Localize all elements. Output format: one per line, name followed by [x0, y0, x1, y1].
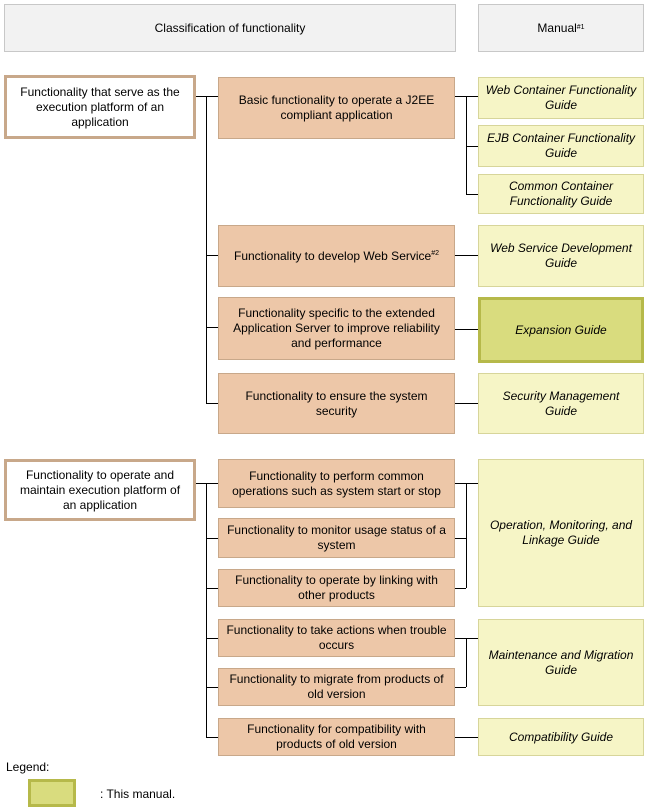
- connector: [206, 255, 218, 256]
- connector: [466, 483, 467, 588]
- function-note: #2: [431, 249, 439, 257]
- connector: [196, 96, 218, 97]
- manual-label: Maintenance and Migration Guide: [488, 647, 634, 677]
- connector: [206, 96, 207, 403]
- connector: [455, 588, 466, 589]
- connector: [196, 483, 218, 484]
- connector: [466, 146, 478, 147]
- function-label: Functionality to migrate from products o…: [229, 672, 444, 701]
- connector: [206, 327, 218, 328]
- manual-label: EJB Container Functionality Guide: [486, 131, 636, 160]
- connector: [455, 538, 466, 539]
- legend-text: : This manual.: [100, 787, 176, 801]
- connector: [206, 483, 207, 737]
- function-label: Functionality to monitor usage status of…: [227, 523, 446, 552]
- manual-maintenance-migration: Maintenance and Migration Guide: [478, 619, 644, 706]
- function-trouble-actions: Functionality to take actions when troub…: [218, 619, 455, 657]
- function-label: Functionality for compatibility with pro…: [247, 722, 426, 751]
- function-web-service: Functionality to develop Web Service#2: [218, 225, 455, 287]
- legend-title: Legend:: [6, 760, 50, 774]
- function-extended-server: Functionality specific to the extended A…: [218, 297, 455, 360]
- connector: [455, 737, 478, 738]
- function-label: Functionality to operate by linking with…: [235, 573, 438, 602]
- connector: [206, 538, 218, 539]
- manual-label: Common Container Functionality Guide: [508, 179, 614, 208]
- function-text: Functionality to develop Web Service: [233, 248, 432, 263]
- connector: [455, 403, 478, 404]
- connector: [206, 588, 218, 589]
- category-execution-platform: Functionality that serve as the executio…: [4, 75, 196, 139]
- manual-operation-monitoring-linkage: Operation, Monitoring, and Linkage Guide: [478, 459, 644, 607]
- function-common-operations: Functionality to perform common operatio…: [218, 459, 455, 508]
- classification-header-label: Classification of functionality: [154, 20, 306, 35]
- connector: [455, 687, 466, 688]
- manual-expansion-guide: Expansion Guide: [478, 297, 644, 363]
- manual-common-container: Common Container Functionality Guide: [478, 174, 644, 214]
- connector: [206, 737, 218, 738]
- connector: [206, 638, 218, 639]
- connector: [455, 255, 478, 256]
- function-migrate: Functionality to migrate from products o…: [218, 668, 455, 706]
- category-label: Functionality that serve as the executio…: [20, 84, 180, 129]
- connector: [206, 403, 218, 404]
- manual-label: Expansion Guide: [515, 322, 607, 337]
- manual-ejb-container: EJB Container Functionality Guide: [478, 125, 644, 167]
- function-label: Functionality to perform common operatio…: [232, 468, 441, 498]
- connector: [206, 687, 218, 688]
- legend-swatch: [28, 779, 76, 807]
- function-label: Functionality specific to the extended A…: [233, 306, 440, 350]
- connector: [466, 96, 467, 194]
- function-monitor-usage: Functionality to monitor usage status of…: [218, 518, 455, 558]
- function-label: Basic functionality to operate a J2EE co…: [238, 93, 435, 122]
- function-label: Functionality to take actions when troub…: [226, 623, 447, 652]
- category-label: Functionality to operate and maintain ex…: [19, 467, 181, 512]
- connector: [466, 638, 467, 687]
- manual-label: Web Container Functionality Guide: [485, 83, 637, 112]
- manual-label: Security Management Guide: [502, 388, 620, 418]
- category-operate-maintain: Functionality to operate and maintain ex…: [4, 459, 196, 521]
- manual-label: Compatibility Guide: [508, 729, 614, 744]
- connector: [455, 329, 478, 330]
- manual-header-label: Manual: [537, 20, 577, 35]
- classification-header: Classification of functionality: [4, 4, 456, 52]
- connector: [466, 194, 478, 195]
- function-basic-j2ee: Basic functionality to operate a J2EE co…: [218, 77, 455, 139]
- function-compatibility: Functionality for compatibility with pro…: [218, 718, 455, 756]
- manual-web-container: Web Container Functionality Guide: [478, 77, 644, 119]
- function-security: Functionality to ensure the system secur…: [218, 373, 455, 434]
- manual-web-service-development: Web Service Development Guide: [478, 225, 644, 287]
- manual-header: Manual#1: [478, 4, 644, 52]
- manual-label: Operation, Monitoring, and Linkage Guide: [489, 518, 633, 547]
- manual-security-management: Security Management Guide: [478, 373, 644, 434]
- function-label: Functionality to develop Web Service#2: [234, 249, 439, 264]
- function-linking-products: Functionality to operate by linking with…: [218, 569, 455, 607]
- manual-compatibility: Compatibility Guide: [478, 718, 644, 756]
- manual-label: Web Service Development Guide: [490, 241, 632, 270]
- function-label: Functionality to ensure the system secur…: [245, 388, 428, 418]
